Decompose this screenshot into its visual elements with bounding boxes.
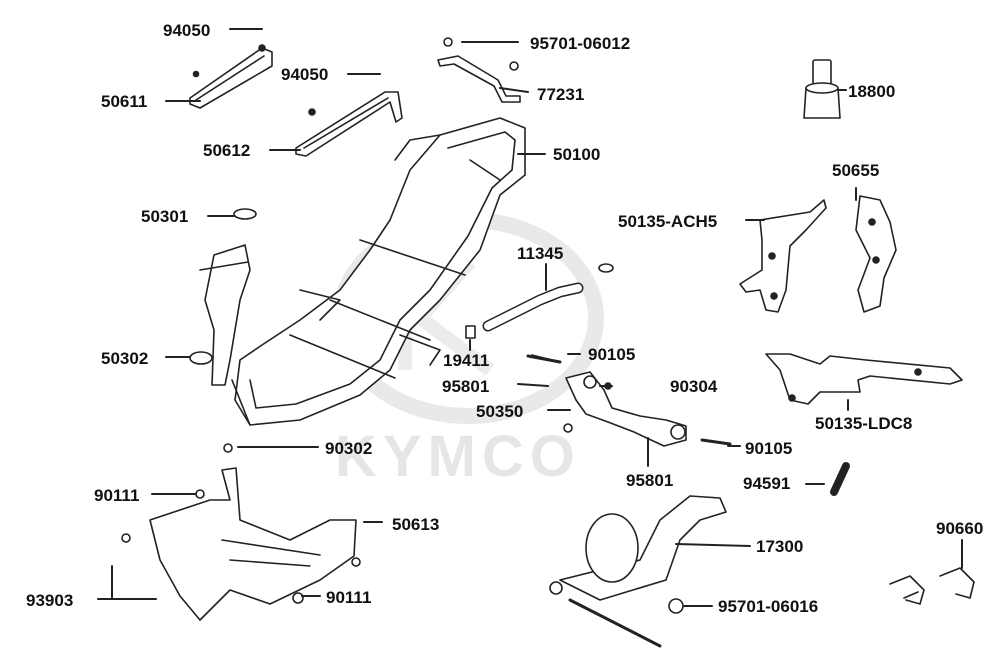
part-label: 50350 [476,402,524,421]
part-label: 90105 [745,439,793,458]
screw-90111-b-drawing [292,592,304,604]
part-label: 50613 [392,515,440,534]
main-frame-50100-drawing [199,117,526,426]
part-label: 50612 [203,141,251,160]
part-label: 95701-06012 [530,34,631,53]
part-label: 90111 [94,486,140,505]
exhaust-17300-drawing [549,495,727,648]
part-label: 11345 [517,244,564,263]
hose-11345-drawing [482,263,614,332]
part-label: 90111 [326,588,372,607]
rubber-washer-50302-drawing [189,351,213,365]
part-label: 77231 [537,85,585,104]
bracket-50612-drawing [295,91,403,157]
part-label: 50655 [832,161,880,180]
part-label: 17300 [756,537,804,556]
part-label: 50100 [553,145,601,164]
part-label: 94591 [743,474,791,493]
bracket-50135-ldc8-drawing [765,353,963,405]
part-label: 19411 [443,351,490,370]
bushing-18800-drawing [803,59,841,119]
part-label: 95701-06016 [718,597,819,616]
nut-90302-drawing [223,443,233,453]
part-label: 90105 [588,345,636,364]
part-label: 95801 [442,377,490,396]
part-label: 94050 [281,65,329,84]
clip-19411-drawing [465,325,476,339]
part-label: 90304 [670,377,718,396]
screw-90111-drawing [195,489,205,499]
part-label: 18800 [848,82,896,101]
part-label: 90302 [325,439,373,458]
part-label: 50611 [101,92,148,111]
bracket-50135-ach5-drawing [739,199,827,313]
part-label: 50135-ACH5 [618,212,718,231]
pin-94591-drawing [830,462,850,496]
leader-lines [97,28,963,607]
bracket-50655-drawing [855,195,897,313]
part-label: 95801 [626,471,674,490]
bracket-77231-drawing [437,37,521,103]
clamps-90660-drawing [889,567,975,605]
bolt-90105-left-drawing [526,354,562,364]
part-label: 50135-LDC8 [815,414,913,433]
floor-panel-50613-drawing [149,467,357,621]
rubber-washer-50301-drawing [233,208,257,220]
engine-hanger-50350-drawing [531,354,687,447]
kymco-wordmark-watermark: KYMCO [335,424,581,489]
bolt-95701-06016-drawing [668,598,684,614]
part-label: 94050 [163,21,211,40]
part-label: 50301 [141,207,189,226]
bracket-50611-drawing [189,44,273,109]
part-label: 93903 [26,591,74,610]
part-label: 50302 [101,349,149,368]
bolt-90105-drawing [700,438,732,446]
screw-90111-lower-drawing [121,533,131,543]
part-label: 90660 [936,519,984,538]
screw-90111-c-drawing [351,557,361,567]
